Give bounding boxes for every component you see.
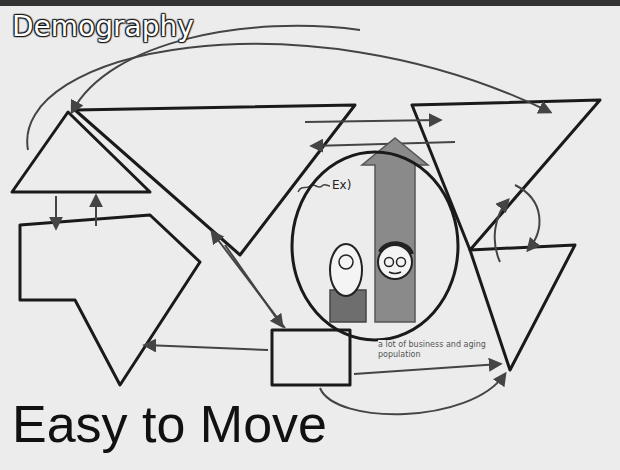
arrow-line: [495, 200, 508, 262]
glasses: [385, 258, 394, 267]
arrow-line: [515, 185, 539, 250]
example-note: Ex): [332, 178, 351, 192]
arrow-line: [225, 245, 282, 326]
rectangle-shape: [272, 330, 350, 385]
arrow-line: [212, 232, 285, 328]
arrow-line: [320, 374, 505, 414]
arrow-line: [95, 196, 97, 226]
board-edge: [0, 0, 620, 6]
note-text: a lot of business and aging population: [378, 340, 486, 359]
arrow-line: [55, 196, 57, 228]
triangle-shape: [75, 105, 355, 255]
people-figure: [298, 138, 428, 322]
arrow-line: [145, 345, 268, 350]
arrow-line: [354, 364, 500, 374]
baby-face: [339, 255, 353, 269]
arrow-line: [305, 120, 440, 122]
pentagon-shape: [20, 215, 200, 385]
glasses: [397, 258, 406, 267]
ellipse-node: Ex): [290, 150, 460, 342]
baby-egg: [330, 244, 362, 296]
ellipse-outline: [290, 150, 460, 342]
scribble: [298, 185, 330, 192]
caption-text: Easy to Move: [12, 398, 327, 450]
arrow-line: [312, 142, 455, 146]
arrow-line: [27, 44, 550, 150]
triangle-shape: [412, 100, 600, 250]
elder-hair: [380, 243, 412, 254]
mouth: [389, 272, 401, 274]
title-text: Demography: [12, 10, 194, 43]
triangle-shape: [12, 112, 150, 192]
ellipse-outline: [292, 152, 458, 340]
